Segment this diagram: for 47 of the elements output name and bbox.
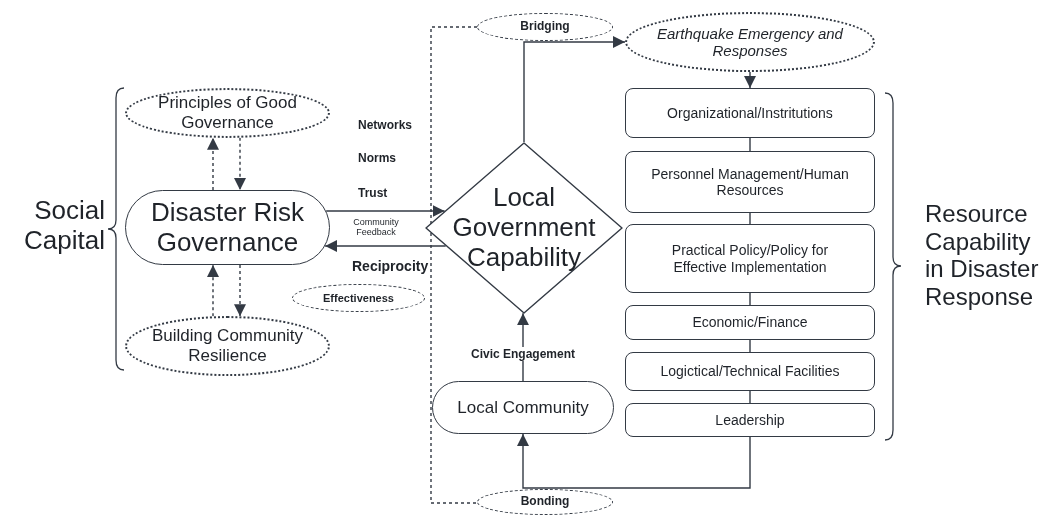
node-label: Local Government Capability	[451, 183, 597, 273]
arrow	[324, 240, 447, 252]
arrow	[207, 137, 219, 191]
node-label: Bonding	[520, 495, 570, 509]
node-label: Personnel Management/Human Resources	[650, 165, 850, 199]
arrow	[744, 71, 756, 89]
arrow	[207, 264, 219, 317]
node-label: Leadership	[715, 411, 785, 429]
arrow	[523, 36, 626, 143]
relation-label: Reciprocity	[352, 258, 429, 275]
process-box	[625, 151, 875, 213]
node-label: Principles of Good Governance	[157, 93, 298, 133]
node-label: Effectiveness	[323, 291, 394, 305]
arrow	[517, 433, 751, 489]
node-label: Earthquake Emergency and Responses	[656, 24, 844, 60]
relation-label: Trust	[358, 187, 388, 201]
group-label: Resource Capability in Disaster Response	[925, 200, 1040, 311]
oval-node	[477, 13, 613, 41]
group-label: Social Capital	[23, 196, 105, 256]
node-label: Organizational/Instritutions	[667, 104, 833, 122]
relation-label: Norms	[358, 152, 396, 166]
relation-label: Community Feedback	[352, 217, 400, 238]
process-box	[625, 305, 875, 340]
node-label: Practical Policy/Policy for Effective Implementation	[670, 242, 830, 275]
node-label: Disaster Risk Governance	[149, 197, 306, 258]
connector-line	[749, 339, 751, 353]
arrow	[325, 205, 446, 217]
node-label: Bridging	[520, 20, 570, 34]
node-label: Economic/Finance	[692, 314, 808, 331]
rounded-node	[432, 381, 614, 434]
connector-line	[749, 292, 751, 306]
rounded-node	[125, 190, 330, 265]
process-box	[625, 403, 875, 437]
relation-label: Networks	[358, 119, 413, 133]
arrow	[234, 264, 246, 317]
process-box	[625, 352, 875, 391]
process-box	[625, 88, 875, 138]
node-label: Local Community	[457, 397, 589, 418]
edge-label: Civic Engagement	[469, 347, 577, 361]
node-label: Building Community Resilience	[150, 326, 305, 366]
node-label: Logictical/Technical Facilities	[660, 363, 840, 380]
connector-line	[430, 26, 478, 504]
connector-line	[749, 137, 751, 152]
arrow	[234, 137, 246, 191]
connector-line	[749, 390, 751, 404]
connector-line	[749, 212, 751, 225]
process-box	[625, 224, 875, 293]
